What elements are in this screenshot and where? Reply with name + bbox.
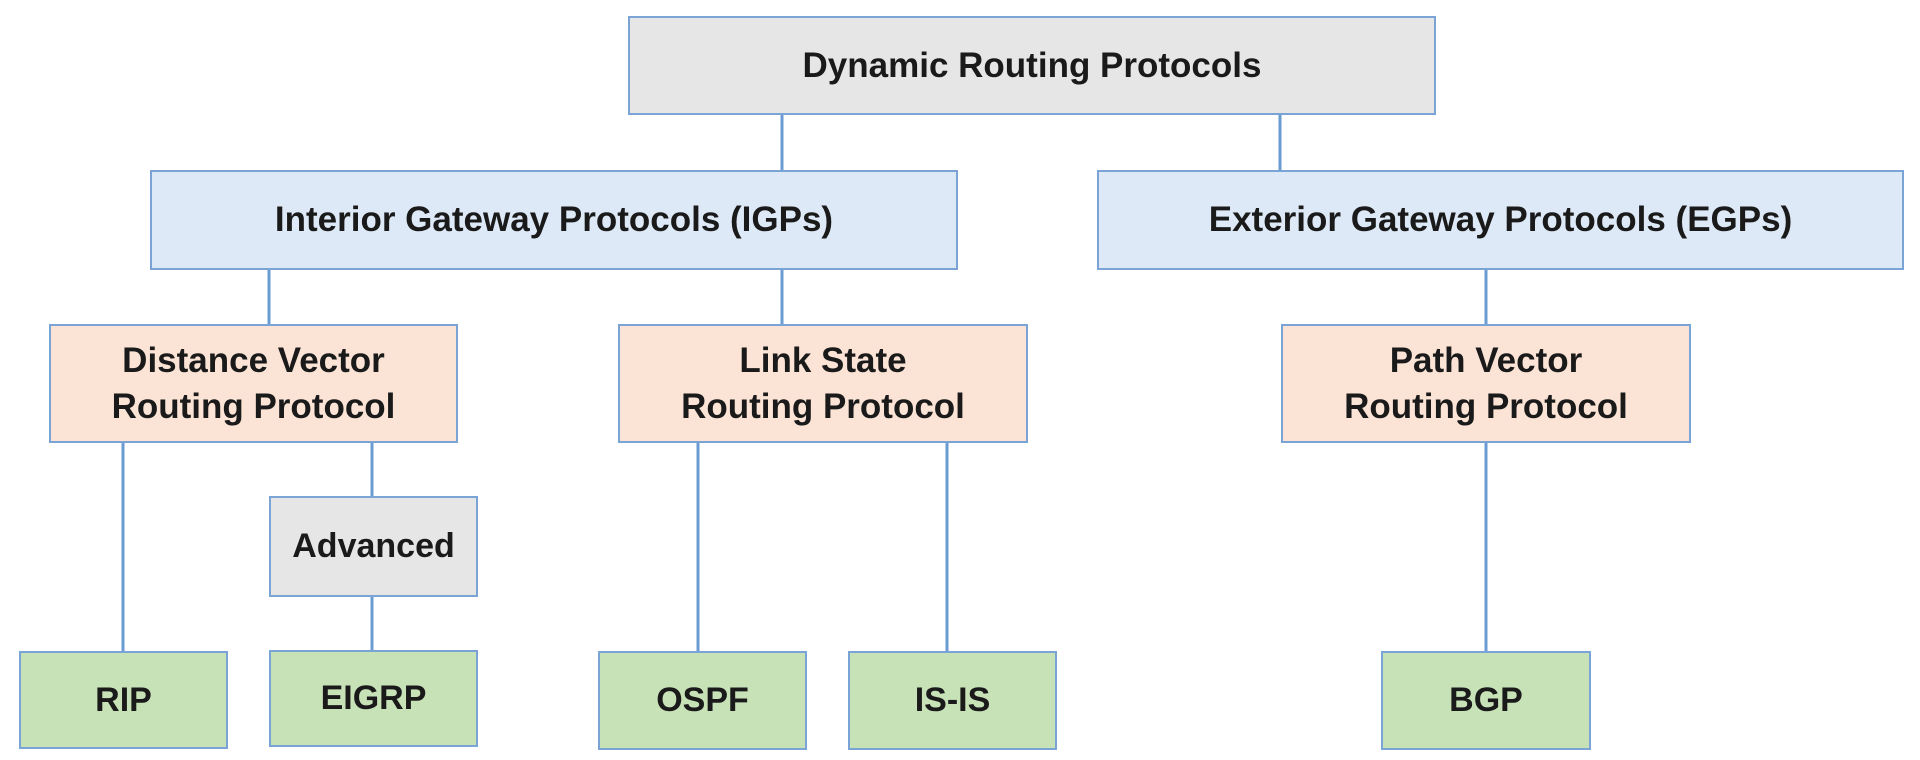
node-dynamic-routing-protocols: Dynamic Routing Protocols	[628, 16, 1436, 115]
node-is-is: IS-IS	[848, 651, 1057, 750]
node-rip: RIP	[19, 651, 228, 749]
node-link-state-routing-protocol: Link State Routing Protocol	[618, 324, 1028, 443]
node-interior-gateway-protocols: Interior Gateway Protocols (IGPs)	[150, 170, 958, 270]
node-distance-vector-routing-protocol: Distance Vector Routing Protocol	[49, 324, 458, 443]
node-eigrp: EIGRP	[269, 650, 478, 747]
node-ospf: OSPF	[598, 651, 807, 750]
node-path-vector-routing-protocol: Path Vector Routing Protocol	[1281, 324, 1691, 443]
node-advanced: Advanced	[269, 496, 478, 597]
node-bgp: BGP	[1381, 651, 1591, 750]
node-exterior-gateway-protocols: Exterior Gateway Protocols (EGPs)	[1097, 170, 1904, 270]
